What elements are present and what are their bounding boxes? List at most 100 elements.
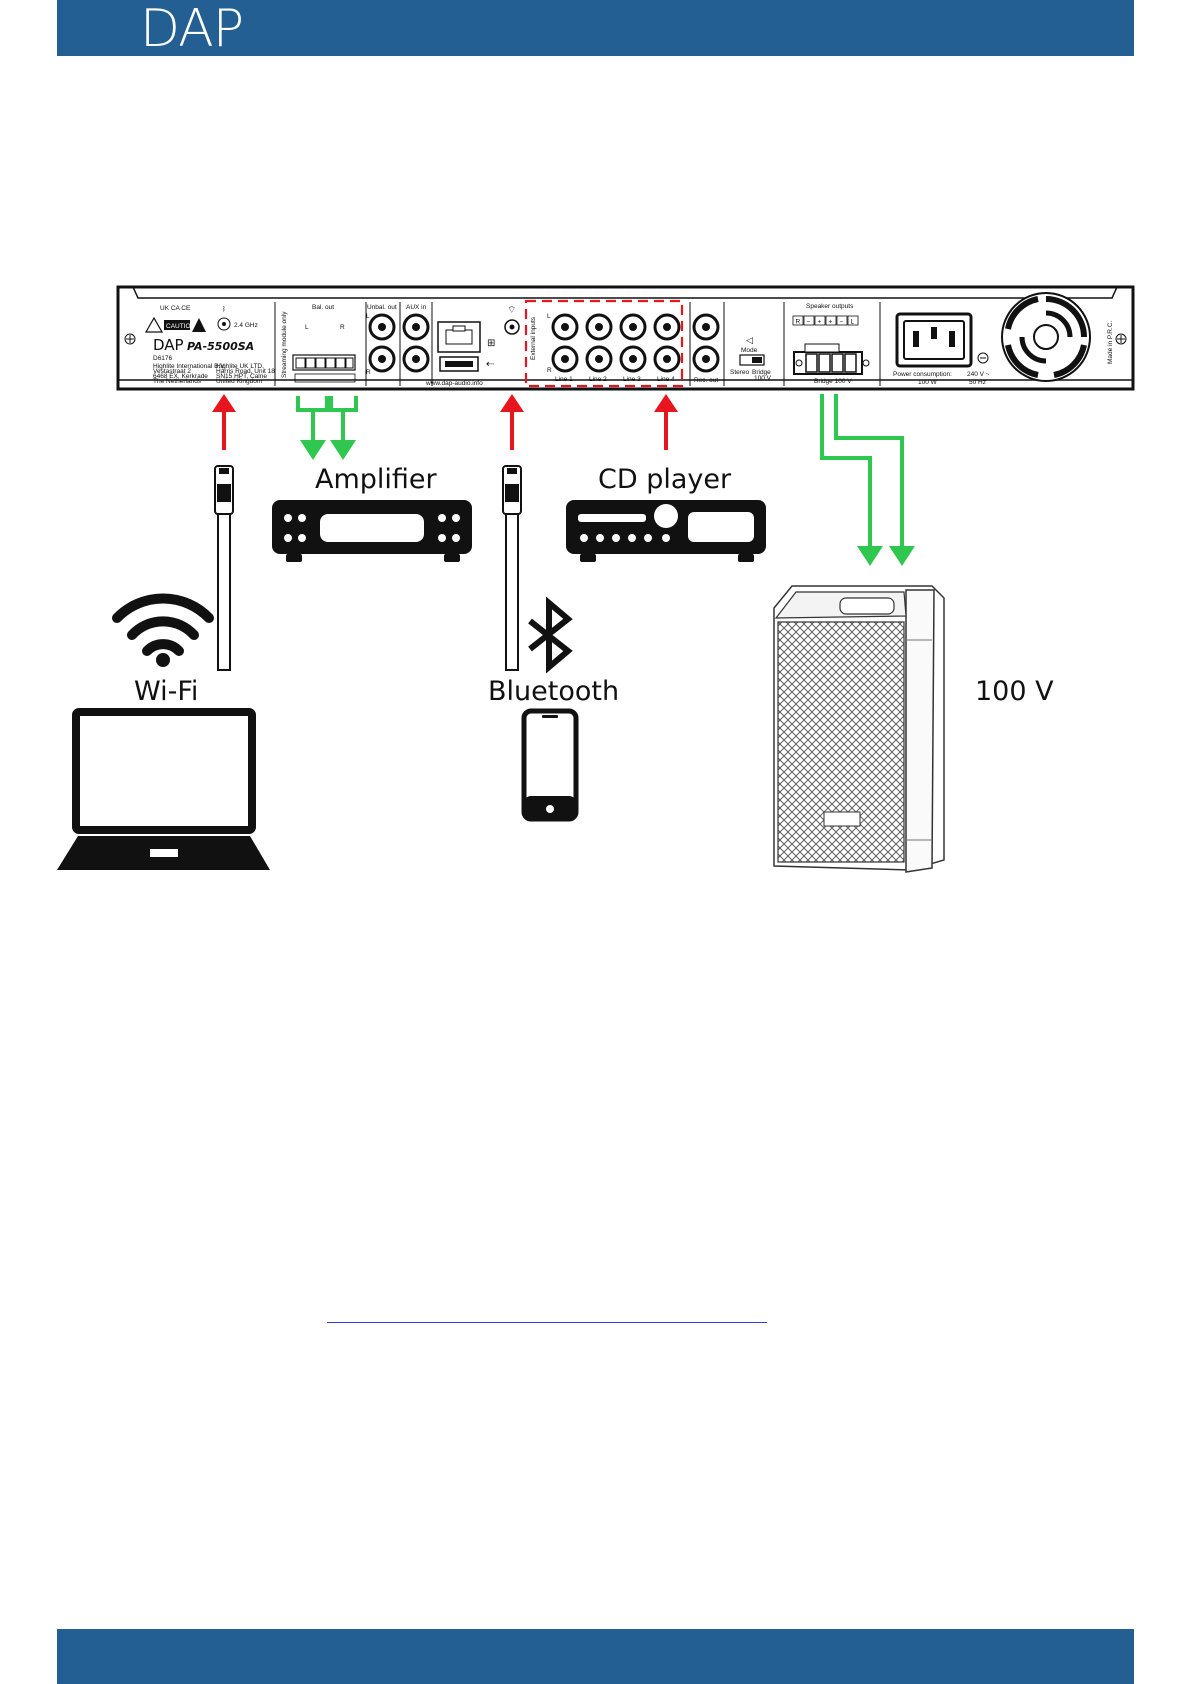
line-4-jack-r[interactable] (653, 345, 681, 373)
svg-text:Harris Road, Unit 18: Harris Road, Unit 18 (216, 368, 275, 375)
svg-text:6468 EX, Kerkrade: 6468 EX, Kerkrade (153, 373, 208, 380)
line-2-jack-l[interactable] (585, 313, 613, 341)
speaker-terminal-box (847, 315, 859, 326)
svg-text:L: L (547, 313, 551, 320)
wifi-label: Wi-Fi (134, 676, 198, 707)
amplifier-device: Amplifier (272, 464, 472, 562)
speaker-terminal-box (803, 315, 815, 326)
speaker-terminal-box (792, 315, 804, 326)
rec-out-label: Rec. out (694, 377, 718, 384)
speaker-terminal-label: R (796, 319, 801, 326)
bal-out-label: Bal. out (312, 304, 334, 311)
speaker-terminal-box (836, 315, 848, 326)
wifi-small-icon: ⌔ (507, 305, 516, 316)
aux-in-jack-l[interactable] (402, 313, 430, 341)
speaker-small-icon: ◁ (746, 336, 753, 346)
speaker-output-terminal[interactable] (793, 343, 870, 375)
line-3-jack-l[interactable] (619, 313, 647, 341)
underline-rule (327, 1322, 767, 1323)
external-inputs-label: External inputs (530, 316, 537, 360)
speaker-terminal-label: + (829, 319, 833, 326)
panel-model: PA-5500SA (187, 340, 254, 353)
usb-cable (502, 465, 522, 671)
usb-icon: ⇠ (486, 359, 495, 370)
footer-bar (57, 1629, 1134, 1684)
rec-out-jack-l[interactable] (692, 313, 720, 341)
line-2-jack-r[interactable] (585, 345, 613, 373)
line-input-arrow (654, 394, 678, 450)
speaker-terminal-label: − (807, 319, 811, 326)
svg-text:United Kingdom: United Kingdom (216, 378, 262, 385)
amplifier-label: Amplifier (315, 464, 438, 495)
line-1-jack-l[interactable] (551, 313, 579, 341)
power-consumption-label: Power consumption: (893, 371, 952, 378)
speaker-terminal-label: + (818, 319, 822, 326)
amplifier-output-arrows (296, 396, 358, 460)
balanced-output-terminal[interactable] (292, 354, 356, 371)
line-input-jacks (551, 313, 681, 373)
ground-symbol (977, 352, 989, 364)
svg-text:SN15 HPT, Calne: SN15 HPT, Calne (216, 373, 267, 380)
unbal-out-jack-r[interactable] (368, 345, 396, 373)
antenna-jack-icon (217, 317, 231, 331)
line-4-jack-l[interactable] (653, 313, 681, 341)
aux-in-jack-r[interactable] (402, 345, 430, 373)
unbal-out-jack-l[interactable] (368, 313, 396, 341)
company-nl-address: Highlite International B.V. Vestastraat … (153, 363, 226, 385)
dap-logo: DAP (140, 0, 244, 59)
line-1-jack-r[interactable] (551, 345, 579, 373)
ethernet-cable (214, 465, 234, 671)
wifi-band-label: 2.4 GHz (234, 322, 258, 329)
mode-switch[interactable] (739, 354, 765, 366)
output-arrows (296, 394, 915, 566)
network-icon: ⊞ (487, 338, 495, 349)
usb-input-arrow (500, 394, 524, 450)
cert-marks: UK CA CE (160, 305, 191, 312)
warning-icon (144, 316, 164, 333)
aux-in-label: AUX in (406, 304, 427, 311)
line-3-label: Line 3 (623, 376, 641, 383)
line-2-label: Line 2 (589, 376, 607, 383)
streaming-input-arrow (212, 394, 236, 450)
streaming-module-label: Streaming module only (281, 311, 288, 378)
speaker-terminal-box (814, 315, 826, 326)
line-3-jack-r[interactable] (619, 345, 647, 373)
svg-text:CAUTION: CAUTION (166, 323, 196, 330)
product-code: D6176 (153, 355, 173, 362)
rec-out-jack-r[interactable] (692, 345, 720, 373)
panel-brand: DAP (153, 336, 184, 354)
speaker-output-arrows (820, 394, 915, 566)
speaker-terminal-label: L (851, 319, 855, 326)
cd-player-device: CD player (566, 464, 766, 562)
svg-text:R: R (340, 324, 345, 331)
frequency-value: 50 Hz (969, 379, 986, 386)
rear-panel: UK CA CE ᛒ CAUTION 2.4 GHz DAP PA-5500SA… (116, 285, 1135, 391)
input-arrows (212, 394, 678, 450)
caution-label (164, 320, 190, 330)
voltage-value: 240 V ~ (967, 371, 990, 378)
power-inlet[interactable] (895, 312, 973, 368)
svg-text:L: L (366, 313, 370, 320)
panel-screw (1115, 333, 1127, 345)
speaker-voltage-label: 100 V (975, 676, 1054, 707)
bridge-100v-label: Bridge 100 V (814, 378, 852, 385)
wifi-antenna-jack[interactable] (504, 319, 520, 335)
power-value: 100 W (918, 379, 938, 386)
svg-text:Highlite UK LTD.: Highlite UK LTD. (216, 363, 264, 370)
external-inputs-highlight (524, 299, 684, 388)
svg-text:The Netherlands: The Netherlands (153, 378, 202, 385)
usb-port[interactable] (439, 356, 479, 372)
stereo-label: Stereo (730, 369, 750, 376)
smartphone-icon (521, 708, 579, 822)
fan-grille (1001, 292, 1091, 382)
speaker-terminal-label: − (840, 319, 844, 326)
bluetooth-small-icon: ᛒ (222, 305, 226, 313)
ethernet-port[interactable] (437, 321, 481, 353)
line-4-label: Line 4 (657, 376, 675, 383)
cd-player-label: CD player (598, 464, 732, 495)
svg-text:Highlite International B.V.: Highlite International B.V. (153, 363, 226, 370)
unbal-out-label: Unbal. out (367, 304, 397, 311)
bluetooth-label: Bluetooth (488, 676, 619, 707)
wifi-icon (112, 593, 214, 667)
